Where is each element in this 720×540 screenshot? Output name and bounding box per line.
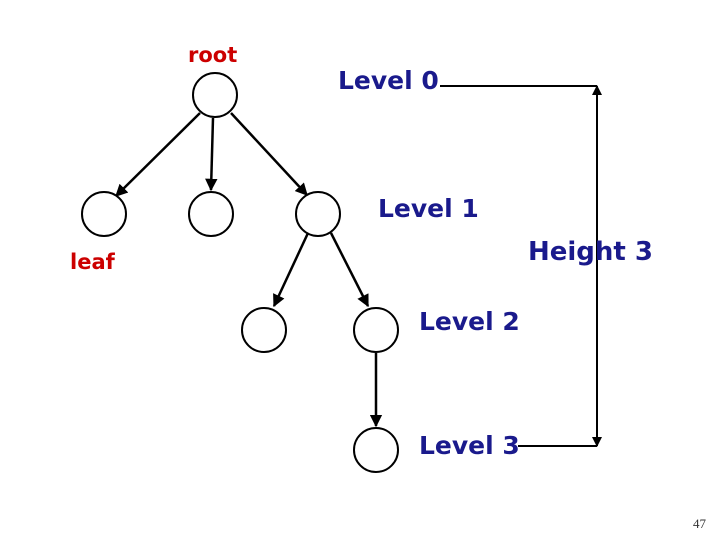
edge-root-n2 xyxy=(205,117,218,192)
node-left-leaf xyxy=(81,191,127,237)
label-height: Height 3 xyxy=(528,237,653,267)
label-root: root xyxy=(188,43,238,67)
node-middle-leaf xyxy=(188,191,234,237)
edge-n3-n4 xyxy=(272,232,310,308)
label-level-3: Level 3 xyxy=(419,431,520,460)
node-level2-left xyxy=(241,307,287,353)
node-level2-right xyxy=(353,307,399,353)
tree-nodes xyxy=(81,72,399,473)
edge-root-n1 xyxy=(115,112,201,197)
node-level3 xyxy=(353,427,399,473)
node-root xyxy=(192,72,238,118)
edge-root-n3 xyxy=(230,112,308,196)
height-measure xyxy=(440,85,602,447)
label-level-1: Level 1 xyxy=(378,194,479,223)
label-level-0: Level 0 xyxy=(338,66,439,95)
page-number: 47 xyxy=(693,516,706,531)
edge-n3-n5 xyxy=(329,232,370,308)
node-right-child xyxy=(295,191,341,237)
tree-edges xyxy=(115,112,383,428)
label-level-2: Level 2 xyxy=(419,307,520,336)
label-leaf: leaf xyxy=(70,250,115,274)
